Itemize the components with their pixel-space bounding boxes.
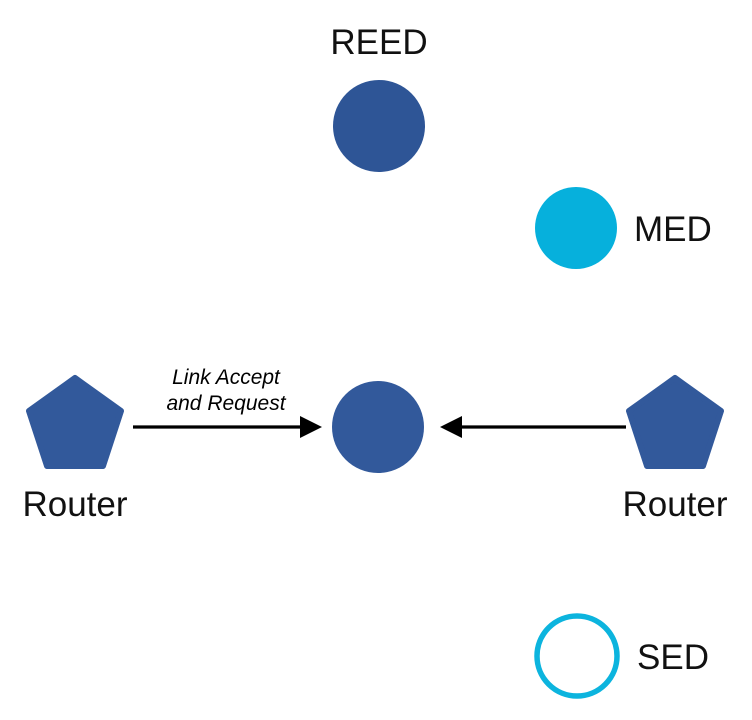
sed-circle-outline-icon[interactable]	[534, 613, 620, 699]
edge-label-line-1: Link Accept	[172, 366, 281, 389]
med-label: MED	[634, 210, 712, 249]
node-leader[interactable]	[332, 381, 424, 473]
node-reed[interactable]: REED	[330, 23, 428, 172]
reed-label: REED	[330, 23, 427, 62]
node-router-right[interactable]: Router	[622, 375, 728, 524]
node-router-left[interactable]: Router	[22, 375, 128, 524]
edge-label-line-2: and Request	[166, 392, 286, 415]
node-sed[interactable]: SED	[534, 613, 709, 699]
node-med[interactable]: MED	[535, 187, 712, 269]
leader-circle-icon[interactable]	[332, 381, 424, 473]
arrow-head-left-pointing	[440, 416, 462, 438]
sed-label: SED	[637, 638, 709, 677]
arrow-head-right-pointing	[300, 416, 322, 438]
router-left-label: Router	[22, 485, 127, 524]
router-right-pentagon-icon[interactable]	[626, 375, 724, 469]
edge-router-right-to-leader	[440, 416, 626, 438]
edge-router-left-to-leader: Link Accept and Request	[133, 366, 322, 438]
reed-circle-icon[interactable]	[333, 80, 425, 172]
med-circle-icon[interactable]	[535, 187, 617, 269]
router-right-label: Router	[622, 485, 727, 524]
router-left-pentagon-icon[interactable]	[26, 375, 124, 469]
